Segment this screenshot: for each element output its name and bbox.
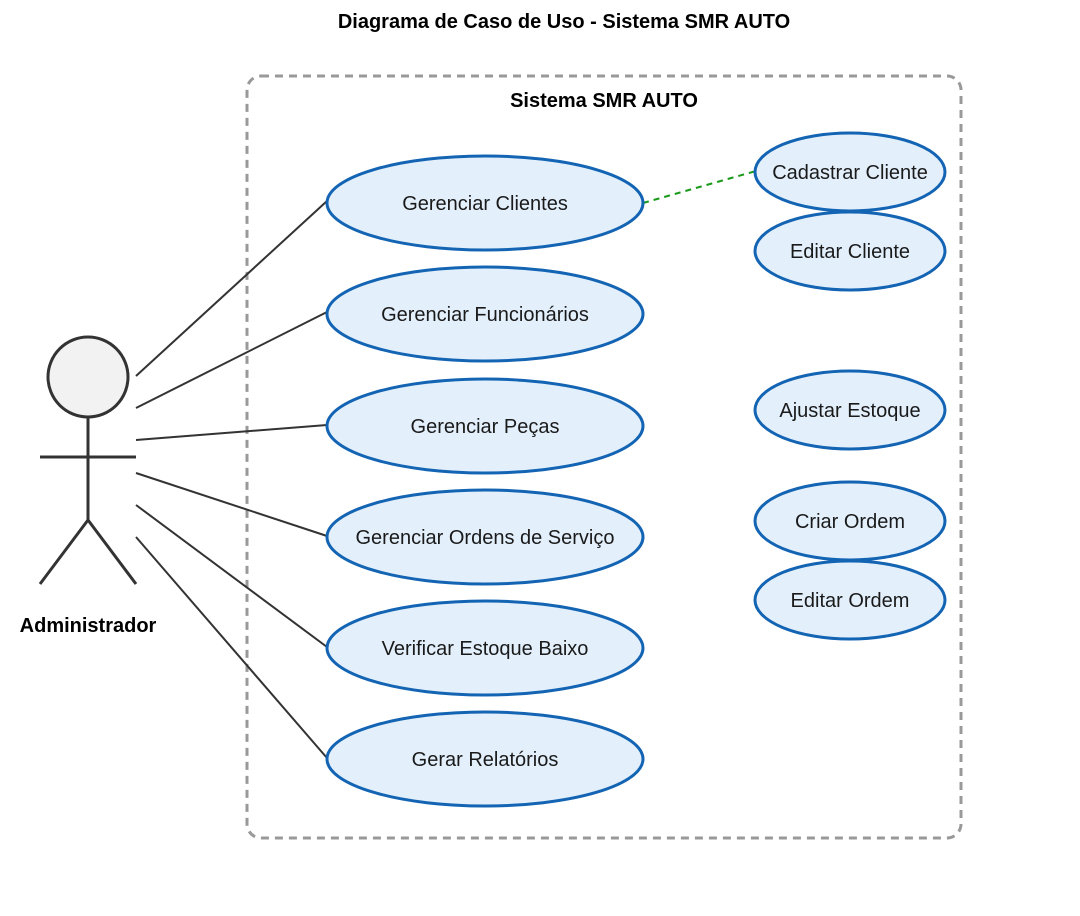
association-gerenciar-funcionarios — [135, 311, 328, 409]
association-gerenciar-ordens — [135, 472, 328, 537]
use-case-verificar-estoque: Verificar Estoque Baixo — [325, 599, 645, 697]
actor-name: Administrador — [20, 615, 157, 637]
use-case-gerenciar-pecas: Gerenciar Peças — [325, 377, 645, 475]
use-case-cadastrar-cliente: Cadastrar Cliente — [753, 131, 947, 213]
system-boundary — [245, 74, 963, 840]
use-case-gerar-relatorios: Gerar Relatórios — [325, 710, 645, 808]
use-case-gerenciar-ordens: Gerenciar Ordens de Serviço — [325, 488, 645, 586]
system-boundary-label: Sistema SMR AUTO — [510, 90, 698, 112]
use-case-ajustar-estoque: Ajustar Estoque — [753, 369, 947, 451]
association-gerar-relatorios — [135, 536, 328, 759]
use-case-label: Gerenciar Peças — [411, 416, 560, 438]
use-case-label: Gerenciar Funcionários — [381, 304, 589, 326]
association-gerenciar-clientes — [135, 200, 328, 377]
actor-right-leg — [86, 519, 138, 585]
stick-figure-icon — [46, 335, 130, 419]
actor-administrador: Administrador — [20, 335, 157, 637]
use-case-label: Criar Ordem — [795, 511, 905, 533]
use-case-label: Editar Ordem — [791, 590, 910, 612]
association-gerenciar-pecas — [135, 424, 328, 441]
association-verificar-estoque — [135, 504, 328, 648]
use-case-gerenciar-clientes: Gerenciar Clientes — [325, 154, 645, 252]
dependency-gerenciar-clientes-cadastrar-cliente — [642, 170, 757, 204]
use-case-gerenciar-funcionarios: Gerenciar Funcionários — [325, 265, 645, 363]
use-case-editar-cliente: Editar Cliente — [753, 210, 947, 292]
use-case-label: Cadastrar Cliente — [772, 162, 928, 184]
use-case-label: Gerenciar Clientes — [402, 193, 568, 215]
use-case-label: Verificar Estoque Baixo — [382, 638, 589, 660]
use-case-label: Ajustar Estoque — [779, 400, 920, 422]
use-case-criar-ordem: Criar Ordem — [753, 480, 947, 562]
use-case-label: Editar Cliente — [790, 241, 910, 263]
use-case-label: Gerenciar Ordens de Serviço — [355, 527, 614, 549]
actor-left-leg — [38, 519, 90, 585]
diagram-title: Diagrama de Caso de Uso - Sistema SMR AU… — [338, 11, 790, 33]
use-case-label: Gerar Relatórios — [412, 749, 559, 771]
use-case-editar-ordem: Editar Ordem — [753, 559, 947, 641]
